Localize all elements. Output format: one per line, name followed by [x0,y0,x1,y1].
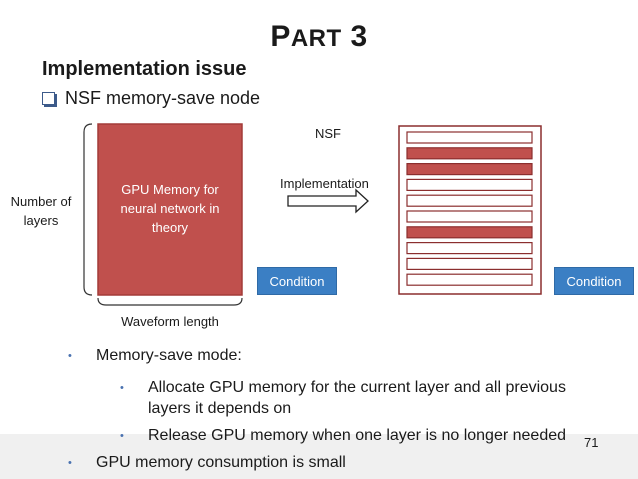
nsf-row-allocated [406,226,533,239]
bullet-marker: • [120,382,124,394]
gpu-memory-label-line: theory [151,220,189,235]
nsf-rows [406,131,533,286]
bullet-text: layers it depends on [148,400,292,417]
condition-box-right: Condition [554,267,634,295]
gpu-memory-block [97,123,243,296]
nsf-row-free [406,131,533,144]
page-number: 71 [584,435,599,450]
bullet-marker: • [68,350,72,362]
nsf-row-free [406,242,533,255]
nsf-row-free [406,194,533,207]
bullet-text: GPU memory consumption is small [96,454,346,471]
arrow-label: Implementation [280,176,369,191]
nsf-row-free [406,178,533,191]
nsf-row-allocated [406,147,533,160]
nsf-row-allocated [406,163,533,176]
sub-bullet-text: NSF memory-save node [65,88,261,108]
footer-band [0,434,638,479]
gpu-memory-label: GPU Memory for neural network in theory [98,180,242,237]
slide-title: PART 3 [0,20,638,54]
condition-box-left: Condition [257,267,337,295]
sub-bullet: NSF memory-save node [42,88,260,109]
slide-title-number: 3 [341,20,368,53]
nsf-label: NSF [315,126,341,141]
bullet-marker: • [120,430,124,442]
gpu-memory-label-line: GPU Memory for [121,182,219,197]
nsf-row-free [406,210,533,223]
section-heading: Implementation issue [42,58,247,80]
slide-title-initial: P [270,20,291,53]
checkbox-bullet-icon [42,92,55,105]
layers-bracket [83,123,93,296]
implementation-arrow [287,188,369,214]
bullet-text: Release GPU memory when one layer is no … [148,427,567,444]
axis-y-label-line: layers [23,213,59,228]
nsf-row-free [406,257,533,270]
bullet-text: Memory-save mode: [96,347,242,364]
gpu-memory-label-line: neural network in [120,201,220,216]
axis-x-label: Waveform length [121,314,219,329]
slide-title-smallcaps: ART [290,25,342,52]
bullet-text: Allocate GPU memory for the current laye… [148,379,566,396]
waveform-bracket [97,297,243,306]
nsf-row-free [406,273,533,286]
bullet-marker: • [68,457,72,469]
axis-y-label-line: Number of [10,194,72,209]
axis-y-label: Number of layers [2,192,80,230]
